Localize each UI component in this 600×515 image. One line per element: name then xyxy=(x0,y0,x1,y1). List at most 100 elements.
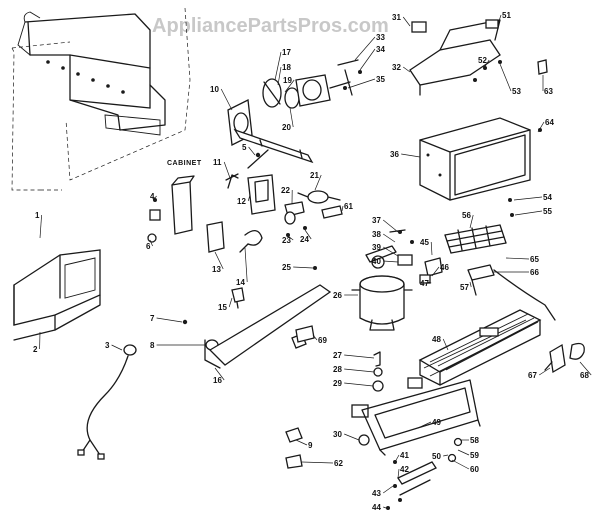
callout-leader-7 xyxy=(156,317,183,323)
callout-28: 28 xyxy=(333,365,342,374)
callout-52: 52 xyxy=(478,56,487,65)
callout-leader-10 xyxy=(220,88,233,111)
callout-leader-48 xyxy=(442,338,449,351)
callout-57: 57 xyxy=(460,283,469,292)
callout-20: 20 xyxy=(282,123,291,132)
callout-leader-41 xyxy=(394,454,400,463)
callout-9: 9 xyxy=(308,441,313,450)
callout-leader-29 xyxy=(344,382,374,387)
callout-69: 69 xyxy=(318,336,327,345)
callout-leader-14 xyxy=(244,247,248,283)
callout-22: 22 xyxy=(281,186,290,195)
callout-leader-44 xyxy=(383,506,387,509)
callout-leader-32 xyxy=(402,66,411,73)
callout-leader-68 xyxy=(579,361,592,376)
callout-leader-67 xyxy=(539,367,551,376)
callout-55: 55 xyxy=(543,207,552,216)
callout-12: 12 xyxy=(237,197,246,206)
callout-34: 34 xyxy=(376,45,385,54)
callout-42: 42 xyxy=(400,465,409,474)
callout-leader-65 xyxy=(505,257,530,260)
callout-leader-36 xyxy=(401,153,421,158)
callout-leader-52 xyxy=(483,59,490,69)
callout-67: 67 xyxy=(528,371,537,380)
parts-31-32-51-53-63 xyxy=(409,19,548,96)
callout-37: 37 xyxy=(372,216,381,225)
callout-8: 8 xyxy=(150,341,155,350)
callout-35: 35 xyxy=(376,75,385,84)
callout-leader-33 xyxy=(354,36,376,61)
callout-leader-13 xyxy=(214,251,224,270)
parts-5-9-15-16 xyxy=(147,152,332,469)
callout-leader-19 xyxy=(284,79,295,93)
parts-61-69-misc xyxy=(295,205,343,343)
fan-motor-assembly xyxy=(227,59,362,164)
callout-14: 14 xyxy=(236,278,245,287)
callout-leader-15 xyxy=(228,297,233,308)
dashed-frame xyxy=(11,7,191,191)
callout-leader-31 xyxy=(402,16,411,27)
callout-27: 27 xyxy=(333,351,342,360)
callout-21: 21 xyxy=(310,171,319,180)
callout-leader-35 xyxy=(347,78,376,89)
cabinet-housing-top xyxy=(17,11,166,136)
parts-11-14-brackets xyxy=(171,149,276,253)
callout-33: 33 xyxy=(376,33,385,42)
callout-leader-54 xyxy=(513,196,543,201)
callout-54: 54 xyxy=(543,193,552,202)
part-26-compressor xyxy=(351,229,414,331)
callout-leader-34 xyxy=(359,48,376,71)
callout-leader-1 xyxy=(39,214,42,239)
callout-3: 3 xyxy=(105,341,110,350)
callout-56: 56 xyxy=(462,211,471,220)
callout-32: 32 xyxy=(392,63,401,72)
callout-leader-38 xyxy=(383,233,396,243)
callout-18: 18 xyxy=(282,63,291,72)
callout-43: 43 xyxy=(372,489,381,498)
callout-31: 31 xyxy=(392,13,401,22)
callout-39: 39 xyxy=(372,243,381,252)
callout-leader-42 xyxy=(397,468,400,479)
callout-leader-50 xyxy=(443,454,449,457)
callout-41: 41 xyxy=(400,451,409,460)
callout-24: 24 xyxy=(300,235,309,244)
callout-leader-18 xyxy=(277,66,282,86)
callout-53: 53 xyxy=(512,87,521,96)
callout-leader-23 xyxy=(287,235,294,241)
callout-leader-51 xyxy=(497,14,502,25)
callout-leader-59 xyxy=(457,449,470,456)
callout-leader-4 xyxy=(152,195,157,201)
callout-58: 58 xyxy=(470,436,479,445)
callout-leader-24 xyxy=(304,229,312,240)
callout-leader-61 xyxy=(341,205,344,212)
callout-5: 5 xyxy=(242,143,247,152)
cabinet-label: CABINET xyxy=(167,160,202,167)
callout-30: 30 xyxy=(333,430,342,439)
callout-40: 40 xyxy=(372,257,381,266)
part-3-harness xyxy=(77,344,137,460)
callout-leader-11 xyxy=(223,161,231,179)
callout-16: 16 xyxy=(213,376,222,385)
callout-15: 15 xyxy=(218,303,227,312)
parts-41-44-bottom-bracket xyxy=(386,460,437,510)
callout-51: 51 xyxy=(502,11,511,20)
callout-leader-53 xyxy=(499,63,512,92)
callout-leader-25 xyxy=(293,266,314,269)
callout-29: 29 xyxy=(333,379,342,388)
parts-21-25-controls xyxy=(284,190,341,270)
callout-leader-56 xyxy=(469,214,474,229)
callout-45: 45 xyxy=(420,238,429,247)
callout-63: 63 xyxy=(544,87,553,96)
part-58-base-frame xyxy=(361,377,481,463)
callout-leader-12 xyxy=(247,194,251,202)
callout-46: 46 xyxy=(440,263,449,272)
callout-49: 49 xyxy=(432,418,441,427)
callout-1: 1 xyxy=(35,211,40,220)
callout-25: 25 xyxy=(282,263,291,272)
callout-62: 62 xyxy=(334,459,343,468)
callout-7: 7 xyxy=(150,314,155,323)
part-48-evaporator xyxy=(418,309,542,386)
callout-23: 23 xyxy=(282,236,291,245)
callout-leader-6 xyxy=(149,239,153,247)
